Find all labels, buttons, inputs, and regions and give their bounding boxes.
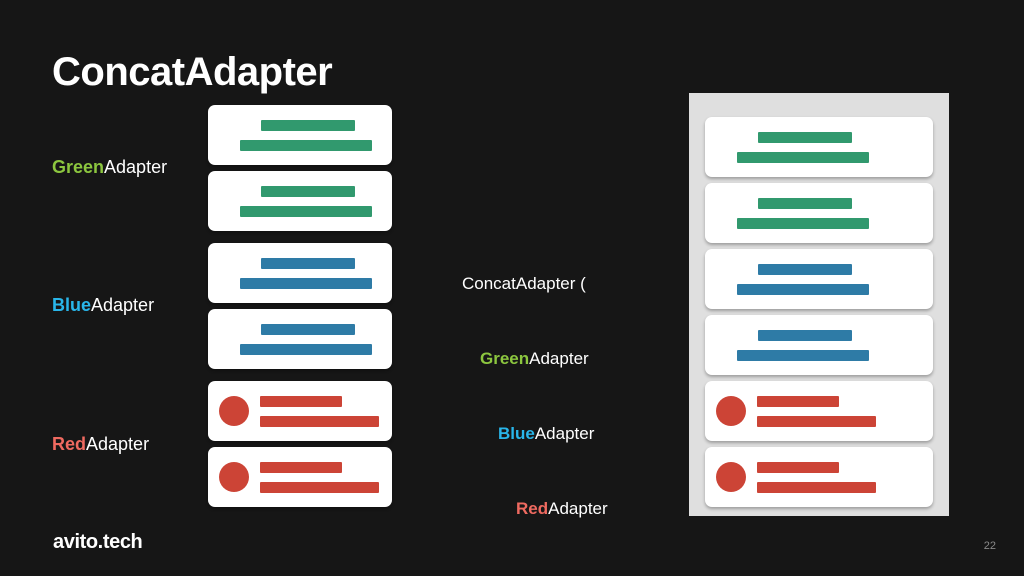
content-bar-secondary bbox=[260, 415, 379, 427]
page-number: 22 bbox=[983, 540, 996, 552]
list-item bbox=[705, 249, 933, 309]
code-line-green-adapter: GreenAdapter bbox=[462, 346, 608, 371]
content-bar-primary bbox=[261, 185, 355, 197]
page-title: ConcatAdapter bbox=[52, 50, 333, 94]
list-item bbox=[208, 309, 392, 369]
code-line-blue-adapter: BlueAdapter bbox=[462, 421, 608, 446]
list-item bbox=[705, 381, 933, 441]
content-bar-primary bbox=[757, 461, 839, 473]
list-item bbox=[705, 447, 933, 507]
content-bar-secondary bbox=[240, 343, 372, 355]
content-bar-secondary bbox=[240, 277, 372, 289]
list-item bbox=[705, 117, 933, 177]
code-suffix-green: Adapter bbox=[529, 349, 589, 368]
list-item bbox=[705, 183, 933, 243]
content-bar-primary bbox=[260, 395, 342, 407]
list-item-content bbox=[260, 395, 381, 427]
avatar bbox=[219, 396, 249, 426]
content-bar-primary bbox=[758, 197, 852, 209]
list-item bbox=[208, 171, 392, 231]
list-item bbox=[705, 315, 933, 375]
adapter-label-blue: BlueAdapter bbox=[52, 295, 154, 316]
content-bar-secondary bbox=[757, 415, 876, 427]
content-bar-secondary bbox=[737, 217, 869, 229]
content-bar-primary bbox=[261, 323, 355, 335]
content-bar-primary bbox=[261, 119, 355, 131]
concatenated-list-panel bbox=[689, 93, 949, 516]
content-bar-primary bbox=[758, 131, 852, 143]
content-bar-secondary bbox=[757, 481, 876, 493]
code-keyword-blue: Blue bbox=[498, 424, 535, 443]
content-bar-secondary bbox=[737, 349, 869, 361]
content-bar-primary bbox=[758, 329, 852, 341]
code-suffix-blue: Adapter bbox=[534, 424, 595, 443]
content-bar-secondary bbox=[737, 151, 869, 163]
adapter-label-green-keyword: Green bbox=[52, 157, 105, 177]
list-item bbox=[208, 243, 392, 303]
code-keyword-red: Red bbox=[516, 499, 549, 518]
code-keyword-green: Green bbox=[480, 349, 530, 368]
list-item bbox=[208, 105, 392, 165]
adapter-label-red: RedAdapter bbox=[52, 434, 149, 455]
content-bar-primary bbox=[261, 257, 355, 269]
list-item bbox=[208, 447, 392, 507]
content-bar-secondary bbox=[240, 139, 372, 151]
code-snippet: ConcatAdapter ( GreenAdapter BlueAdapter… bbox=[462, 221, 608, 576]
adapter-label-green: GreenAdapter bbox=[52, 157, 167, 178]
adapter-label-blue-keyword: Blue bbox=[52, 295, 92, 315]
code-line-constructor-close: ) bbox=[462, 571, 608, 576]
adapter-label-blue-suffix: Adapter bbox=[91, 295, 155, 315]
brand-logo: avito.tech bbox=[53, 531, 143, 553]
code-line-red-adapter: RedAdapter bbox=[462, 496, 608, 521]
adapter-label-red-suffix: Adapter bbox=[86, 434, 150, 454]
content-bar-secondary bbox=[240, 205, 372, 217]
adapter-label-red-keyword: Red bbox=[52, 434, 87, 454]
code-line-constructor-open: ConcatAdapter ( bbox=[462, 274, 586, 293]
green-adapter-card-group bbox=[208, 105, 392, 231]
content-bar-secondary bbox=[260, 481, 379, 493]
blue-adapter-card-group bbox=[208, 243, 392, 369]
list-item-content bbox=[757, 395, 922, 427]
concatenated-list bbox=[689, 93, 949, 537]
list-item-content bbox=[757, 461, 922, 493]
adapter-label-green-suffix: Adapter bbox=[104, 157, 168, 177]
content-bar-primary bbox=[757, 395, 839, 407]
avatar bbox=[716, 396, 746, 426]
avatar bbox=[716, 462, 746, 492]
content-bar-primary bbox=[758, 263, 852, 275]
content-bar-primary bbox=[260, 461, 342, 473]
content-bar-secondary bbox=[737, 283, 869, 295]
red-adapter-card-group bbox=[208, 381, 392, 507]
avatar bbox=[219, 462, 249, 492]
code-suffix-red: Adapter bbox=[548, 499, 608, 518]
list-item bbox=[208, 381, 392, 441]
list-item-content bbox=[260, 461, 381, 493]
